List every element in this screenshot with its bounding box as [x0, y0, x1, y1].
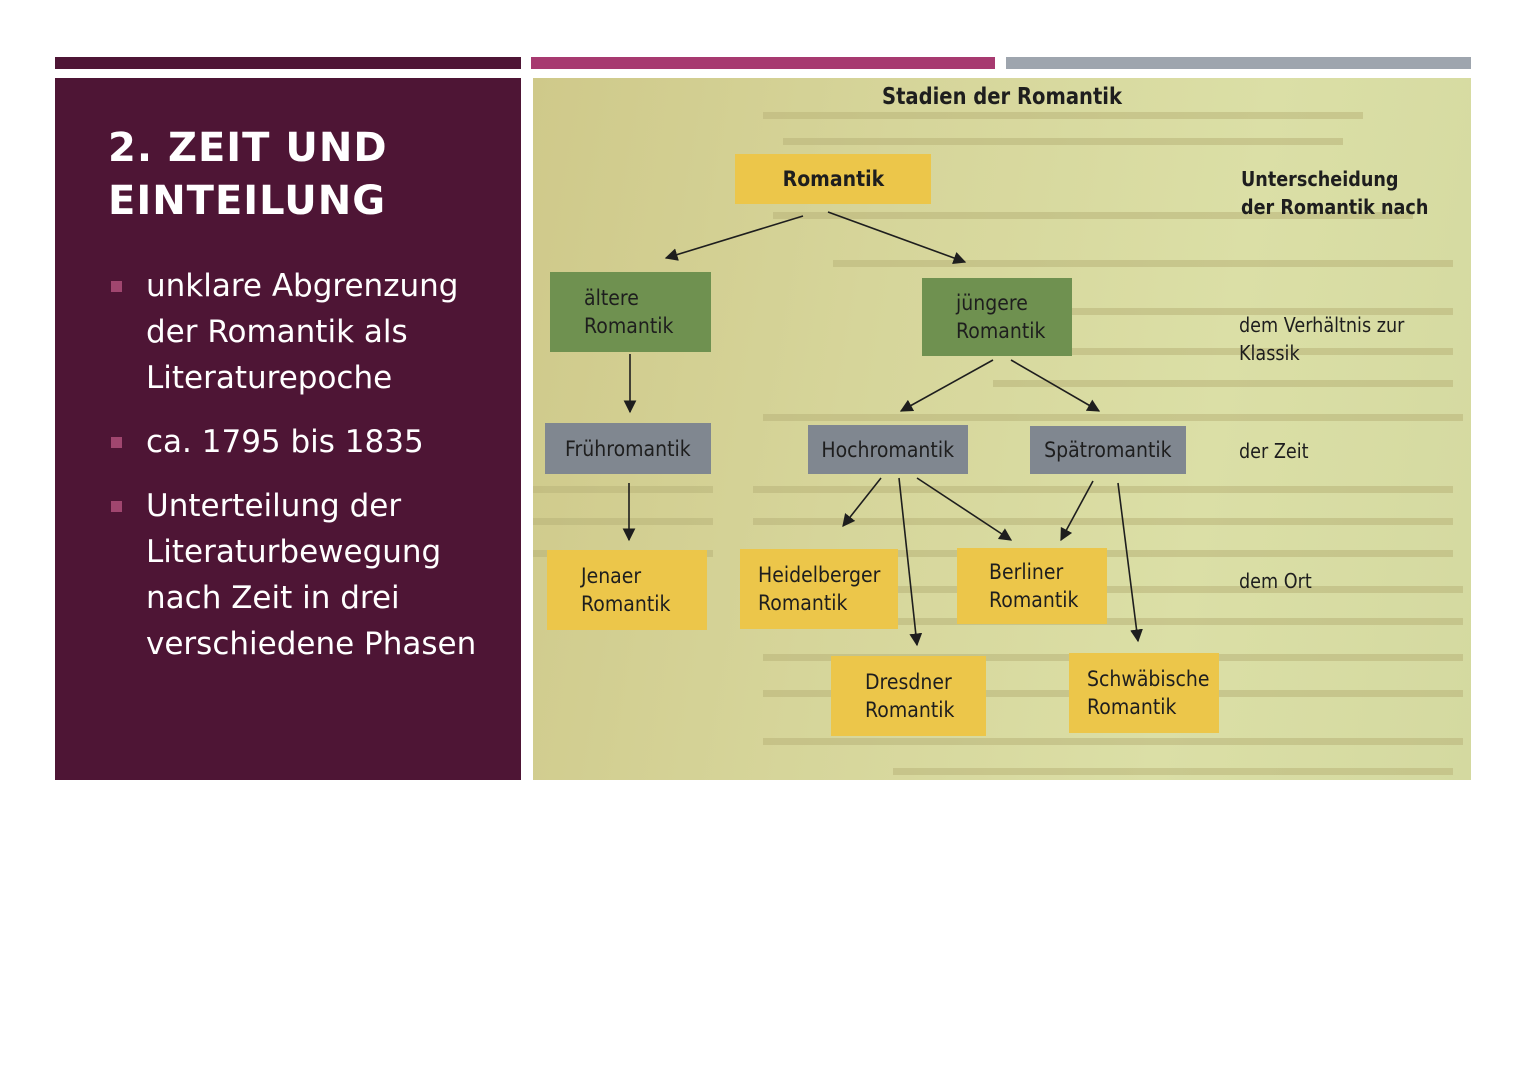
bullet-text: Unterteilung der Literaturbewegung nach …	[146, 488, 477, 662]
arrow-spaetromantik-to-berliner	[1060, 480, 1094, 542]
node-juengere-romantik: jüngere Romantik	[922, 278, 1072, 356]
node-juengere-label: jüngere Romantik	[956, 291, 1046, 343]
node-romantik: Romantik	[735, 154, 931, 204]
node-fruehromantik-label: Frühromantik	[565, 436, 691, 461]
node-aeltere-romantik: ältere Romantik	[550, 272, 711, 352]
arrow-spaetromantik-to-schwaebische	[1117, 482, 1143, 643]
slide-title: 2. ZEIT UND EINTEILUNG	[108, 125, 388, 224]
node-dresdner-label: Dresdner Romantik	[865, 670, 955, 722]
side-label-klassik: dem Verhältnis zur Klassik	[1239, 313, 1405, 365]
side-label-zeit: der Zeit	[1239, 439, 1309, 463]
node-hochromantik: Hochromantik	[808, 425, 968, 474]
node-schwaebische-label: Schwäbische Romantik	[1087, 667, 1210, 719]
node-hochromantik-label: Hochromantik	[821, 437, 955, 462]
node-heidelberger-romantik: Heidelberger Romantik	[740, 549, 898, 629]
diagram-photo: Stadien der Romantik Romantik ältere Rom…	[533, 78, 1471, 780]
bullet-text: unklare Abgrenzung der Romantik als Lite…	[146, 268, 459, 396]
text-panel: 2. ZEIT UND EINTEILUNG unklare Abgrenzun…	[55, 78, 521, 780]
top-bar-dark	[55, 57, 521, 69]
square-bullet-icon	[111, 437, 122, 448]
arrow-romantik-to-juengere	[827, 211, 967, 265]
connector-arrows	[622, 211, 1143, 647]
node-heidelberger-label: Heidelberger Romantik	[758, 563, 881, 615]
node-spaetromantik: Spätromantik	[1030, 426, 1186, 474]
top-bar-magenta	[531, 57, 995, 69]
node-berliner-romantik: Berliner Romantik	[957, 548, 1107, 624]
arrow-hochromantik-to-berliner	[916, 477, 1013, 541]
node-jenaer-label: Jenaer Romantik	[581, 564, 671, 616]
node-romantik-label: Romantik	[782, 167, 884, 191]
node-dresdner-romantik: Dresdner Romantik	[831, 656, 986, 736]
bullet-list: unklare Abgrenzung der Romantik als Lite…	[107, 263, 507, 685]
arrow-hochromantik-to-heidelberger	[842, 477, 882, 528]
bullet-item: ca. 1795 bis 1835	[107, 419, 507, 465]
arrow-juengere-to-hochromantik	[899, 359, 994, 412]
side-label-ort: dem Ort	[1239, 569, 1312, 593]
bullet-text: ca. 1795 bis 1835	[146, 424, 424, 460]
square-bullet-icon	[111, 501, 122, 512]
node-aeltere-label: ältere Romantik	[584, 286, 674, 338]
side-label-unterscheidung: Unterscheidung der Romantik nach	[1241, 167, 1429, 219]
top-bar-grey	[1006, 57, 1471, 69]
node-fruehromantik: Frühromantik	[545, 423, 711, 474]
node-spaetromantik-label: Spätromantik	[1044, 438, 1172, 462]
node-berliner-label: Berliner Romantik	[989, 560, 1079, 612]
bullet-item: unklare Abgrenzung der Romantik als Lite…	[107, 263, 507, 401]
arrow-romantik-to-aeltere	[664, 215, 804, 261]
arrow-hochromantik-to-dresdner	[898, 477, 923, 647]
node-jenaer-romantik: Jenaer Romantik	[547, 550, 707, 630]
arrow-juengere-to-spaetromantik	[1010, 359, 1101, 412]
bullet-item: Unterteilung der Literaturbewegung nach …	[107, 483, 507, 667]
node-schwaebische-romantik: Schwäbische Romantik	[1069, 653, 1219, 733]
diagram-title: Stadien der Romantik	[881, 84, 1123, 110]
square-bullet-icon	[111, 281, 122, 292]
